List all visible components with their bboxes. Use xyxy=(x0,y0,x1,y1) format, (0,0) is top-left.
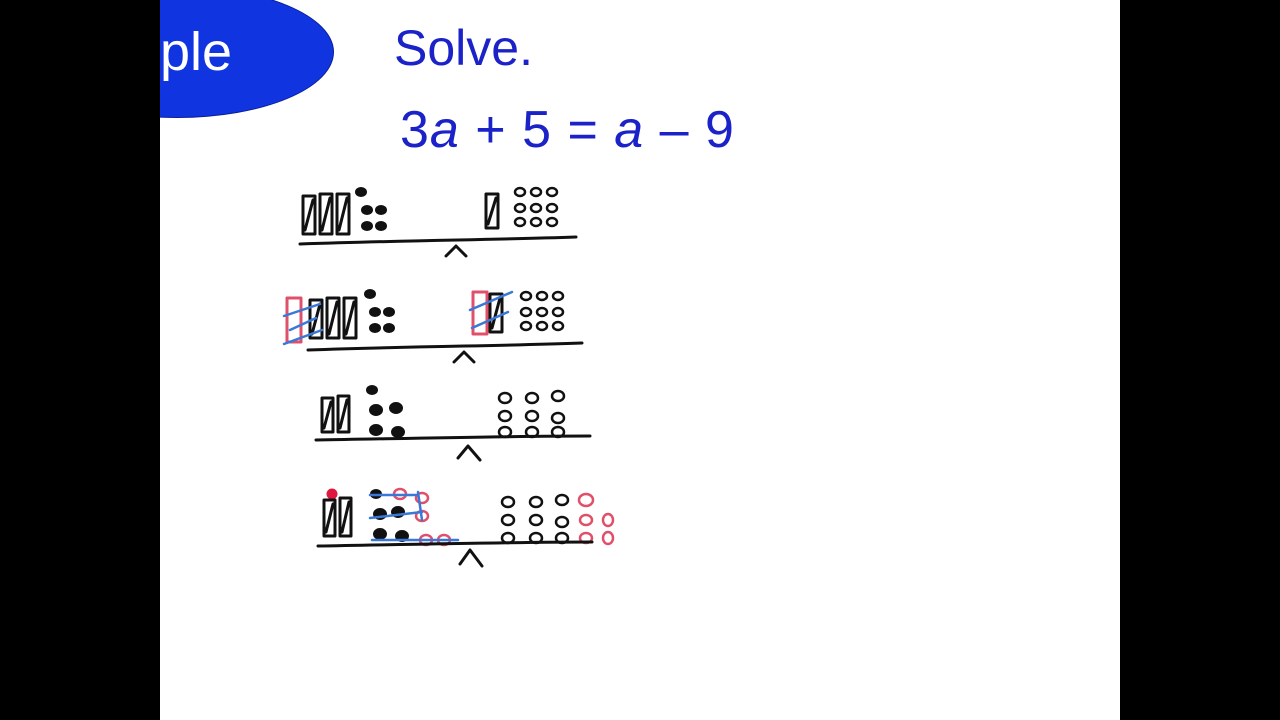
letterbox-right xyxy=(1120,0,1280,720)
beam-4 xyxy=(316,540,594,548)
unit-tiles-right-1 xyxy=(513,186,559,228)
cancel-strokes-4 xyxy=(368,490,460,542)
beam-3 xyxy=(314,434,592,442)
equation-constant-left: 5 xyxy=(522,101,553,159)
fulcrum-4 xyxy=(458,548,484,568)
algebra-tile-right-2 xyxy=(488,292,504,334)
unit-tiles-left-3 xyxy=(366,385,405,438)
equation-minus: – xyxy=(644,101,706,159)
equation-constant-right: 9 xyxy=(705,101,735,159)
equation-coefficient: 3 xyxy=(400,101,430,159)
algebra-tiles-left-2 xyxy=(308,296,358,340)
balance-3 xyxy=(314,385,592,462)
unit-tiles-left-1 xyxy=(355,187,387,231)
unit-tiles-right-4 xyxy=(500,493,570,545)
balance-1 xyxy=(298,186,578,258)
equation-variable-right: a xyxy=(614,101,645,159)
algebra-tile-right-1 xyxy=(484,192,500,230)
unit-tiles-right-3 xyxy=(497,389,566,439)
equation-plus: + xyxy=(459,101,523,159)
balance-sketches xyxy=(282,186,615,568)
algebra-tiles-left-1 xyxy=(301,192,351,236)
balance-2 xyxy=(282,289,584,364)
unit-tiles-left-2 xyxy=(364,289,395,333)
equation-equals: = xyxy=(552,101,615,159)
unit-tiles-right-2 xyxy=(519,290,565,332)
fulcrum-1 xyxy=(444,244,468,258)
red-tiles-2 xyxy=(285,290,489,344)
beam-1 xyxy=(298,235,578,246)
example-badge-label: ple xyxy=(160,22,233,82)
algebra-tiles-left-4 xyxy=(322,496,353,538)
fulcrum-2 xyxy=(452,350,476,364)
fulcrum-3 xyxy=(456,444,482,462)
algebra-tiles-left-3 xyxy=(320,394,351,434)
red-dot-4 xyxy=(326,488,338,500)
letterbox-left xyxy=(0,0,160,720)
balance-4 xyxy=(316,487,615,568)
slide-title: Solve. xyxy=(394,20,533,76)
equation-variable-left: a xyxy=(429,101,460,159)
equation: 3a + 5 = a – 9 xyxy=(400,98,735,162)
beam-2 xyxy=(306,341,584,352)
slide: ple Solve. 3a + 5 = a – 9 xyxy=(160,0,1120,720)
cancel-strokes-2 xyxy=(282,290,514,346)
red-units-right-4 xyxy=(577,492,615,546)
